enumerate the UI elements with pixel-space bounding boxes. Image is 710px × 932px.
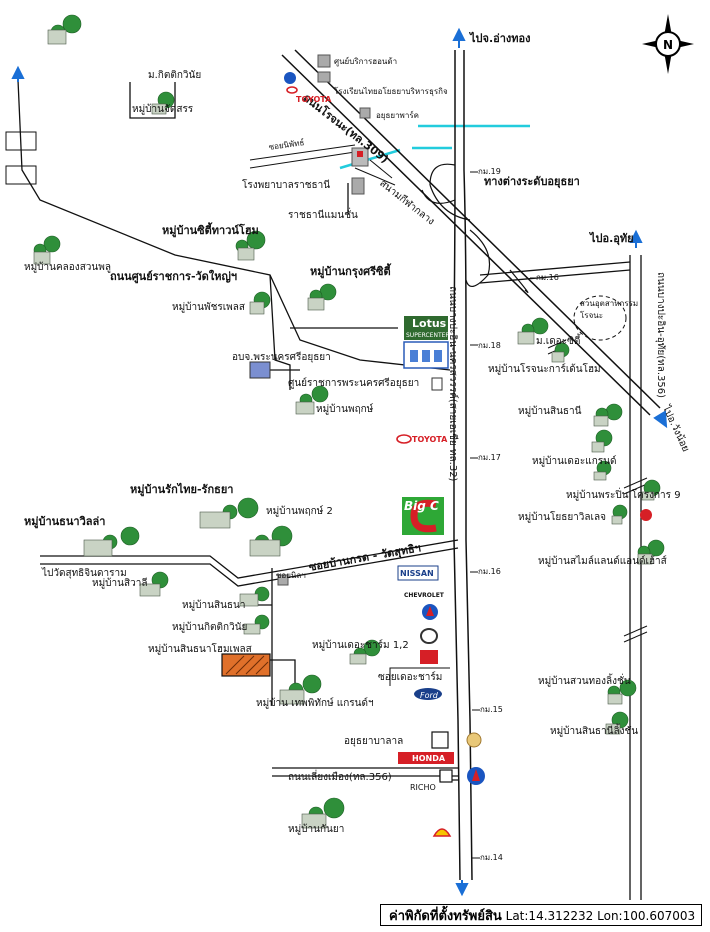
hospital-roads [249,144,396,186]
village-tree-icons [33,14,665,829]
village-label: ม.กิตติกวินัย [148,70,202,81]
interchange-label: ทางต่างระดับอยุธยา [484,175,580,188]
village-label: ม.เดอะซิตี้ [536,336,581,347]
coordinates-box: ค่าพิกัดที่ตั้งทรัพย์สิน Lat:14.312232 L… [380,904,702,926]
village-label: หมู่บ้านสินธานีลิ้งชั่น [550,726,639,737]
village-label: หมู่บ้านเดอะชาร์ม 1,2 [312,640,409,651]
bangpa-in-road-label: ถนนบางปะอิน-อุทัย(ทล.356) [655,272,666,398]
km-marker: กม.19 [478,167,501,176]
ayutthaya-hospital-label: อยุธยาบาลาล [344,736,404,747]
km-marker: กม.16 [478,567,501,576]
coordinates-value: Lat:14.312232 Lon:100.607003 [505,909,696,923]
compass-rose: N [640,12,696,76]
village-label: หมู่บ้านพัชรเพลส [172,302,245,313]
honda-bar [398,752,454,764]
lotus-label: Lotus [412,317,447,330]
richo-label: RICHO [410,783,436,792]
uthai-road-breaks [547,339,648,643]
village-label: หมู่บ้านกรุงศรีซิตี้ [310,265,391,278]
village-label: หมู่บ้าน เทพพิทักษ์ แกรนด์ฯ [256,698,374,709]
village-label: หมู่บ้านสวนทองลิ้งชั่น [538,676,631,687]
soi-small2-label: ซอยนิลฯ [276,571,306,580]
village-label: หมู่บ้านโรจนะการ์เด้นโฮม [488,364,601,375]
rajathani-hospital-label: โรงพยาบาลราชธานี [242,180,331,191]
village-label: หมู่บ้านพฤกษ์ [316,404,374,415]
village-label: หมู่บ้านสินธนาโฮมเพลส [148,644,252,655]
honda-label: HONDA [412,754,446,763]
provincial-office-label: อบจ.พระนครศรีอยุธยา [232,352,331,363]
to-uthai-label: ไปอ.อุทัย [590,232,634,245]
big-c-logo [402,497,444,535]
interchange [421,163,529,294]
main-highway-label: ถนนบางปะอิน-นครสวรรค์(สายเอเชีย ทล.32) [447,286,458,482]
soi-the-charm-road [389,667,450,686]
village-label: หมู่บ้านพฤกษ์ 2 [266,506,333,517]
gov-center-building [431,377,443,391]
chevrolet-label: CHEVROLET [404,592,444,599]
km-marker: กม.14 [480,853,503,862]
km-marker: กม.18 [478,341,501,350]
toyota-top-label: TOYOTA [296,95,332,104]
village-label: หมู่บ้านสิวาลี [92,578,148,589]
village-label: หมู่บ้านสินธนา [182,600,246,611]
richo-box [439,769,453,783]
km-marker: กม.17 [478,453,501,462]
village-label: หมู่บ้านจัดสรร [132,104,194,115]
compass-icon: N [642,14,694,74]
village-label: หมู่บ้านกิตติกวินัย [172,622,248,633]
rajathani-mansion-label: ราชธานีแมนชั่น [288,210,358,221]
village-label: หมู่บ้านกันยา [288,824,345,835]
coordinates-label: ค่าพิกัดที่ตั้งทรัพย์สิน [389,909,502,924]
village-label: หมู่บ้านเดอะแกรนด์ [532,456,617,467]
property-marker [221,653,271,677]
provincial-office-building [249,361,271,379]
lieng-mueang-road-label: ถนนเลี่ยงเมือง(ทล.356) [288,772,392,783]
km-ticks [470,171,536,859]
village-label: หมู่บ้านพระปิ่น โครงการ 9 [566,490,681,501]
brand-icons [284,72,652,837]
village-label: หมู่บ้านสไมล์แลนด์แอนด์เฮ้าส์ [538,556,667,567]
km-marker: กม.16 [536,273,559,282]
uthai-road [479,255,642,900]
rojana-road [281,49,661,416]
rojana-industrial-area [573,295,627,341]
tech-college-label: ศูนย์บริการฮอนด้า [334,57,398,66]
to-wat-suthi-label: ไปวัดสุทธิจินดาราม [42,568,127,579]
village-label: หมู่บ้านซิตี้ทาวน์โฮม [162,224,259,237]
village-label: หมู่บ้านคลองสวนพลู [24,262,111,273]
lotus-sub-label: SUPERCENTER [406,332,450,339]
toyota-logo-icons [286,86,412,444]
village-label: หมู่บ้านสินธานี [518,406,582,417]
village-label: หมู่บ้านธนาวิลล่า [24,515,106,528]
direction-arrows [11,27,668,897]
ford-label: Ford [420,691,438,700]
km-marker: กม.15 [480,705,503,714]
school-label: โรงเรียนไทยอโยธยาบริหารธุรกิจ [334,87,448,96]
government-road [17,79,451,390]
nissan-label: NISSAN [400,569,434,578]
to-ang-thong-label: ไปจ.อ่างทอง [470,32,531,45]
rojana-industrial-label: สวนอุตสาหกรรม โรจนะ [580,299,639,320]
compass-letter: N [663,38,673,52]
mansion-building [351,177,365,195]
big-c-label: Big C [404,499,439,513]
lotus-building [403,316,449,369]
canal-lines [339,124,530,170]
village-label: หมู่บ้านโยธยาวิลเลจ [518,512,606,523]
hospital-box [431,731,449,749]
government-road-label: ถนนศูนย์ราชการ-วัดใหญ่ฯ [110,270,237,283]
ayutthaya-park-label: อยุธยาพาร์ค [376,111,419,120]
toyota-mid-label: TOYOTA [412,435,448,444]
village-label: หมู่บ้านรักไทย-รักธยา [130,483,234,496]
small-buildings [277,54,371,586]
soi-the-charm-label: ซอยเดอะชาร์ม [378,672,443,683]
gov-center-label: ศูนย์ราชการพระนครศรีอยุธยา [288,378,420,389]
hospital-building [351,147,369,167]
main-highway [453,50,473,881]
lot-outlines [5,131,37,185]
